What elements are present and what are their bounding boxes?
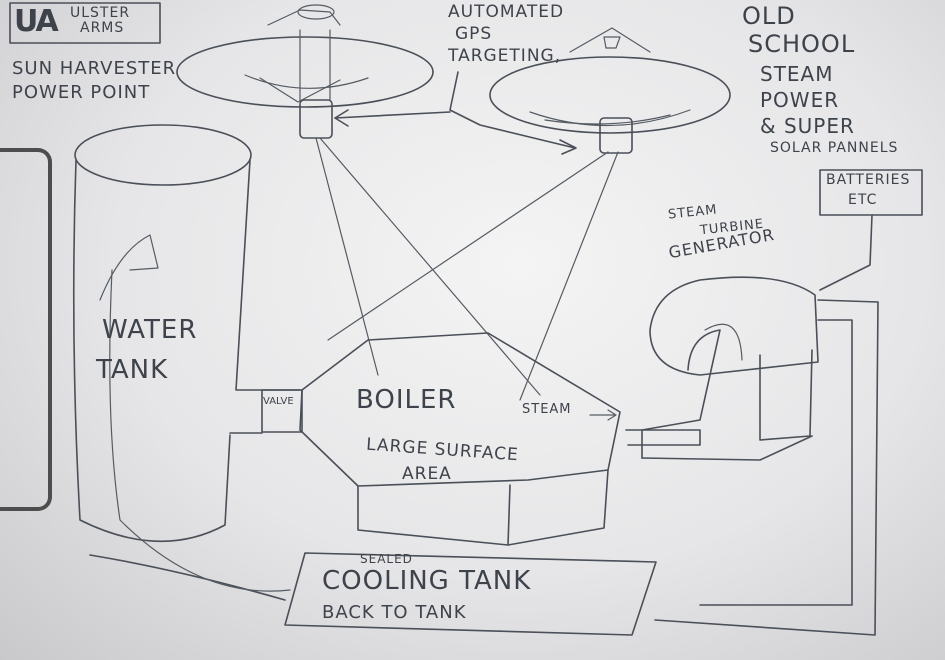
batteries-box <box>819 169 923 216</box>
batteries-line1: BATTERIES <box>826 172 911 188</box>
battery-wire <box>819 214 873 291</box>
water-tank-line1: WATER <box>102 315 198 345</box>
turbine-generator <box>641 276 819 461</box>
left-solar-dish <box>176 4 434 139</box>
valve <box>261 389 303 433</box>
cooling-return-pipe <box>89 554 286 601</box>
logo-box <box>9 2 161 44</box>
cooling-tank <box>284 552 657 636</box>
title-line1: SUN HARVESTER <box>12 58 177 79</box>
side-note-line4: POWER <box>760 88 840 112</box>
steam-label: STEAM <box>522 402 572 417</box>
gps-arrow-left <box>334 111 451 119</box>
gps-arrow-right <box>449 71 576 149</box>
logo-initials: UA <box>14 4 59 39</box>
batteries-line2: ETC <box>848 192 878 208</box>
cooling-sealed: SEALED <box>360 552 413 566</box>
cooling-sub: BACK TO TANK <box>322 602 467 623</box>
return-pipe-outer <box>699 319 853 606</box>
side-note-line3: STEAM <box>760 62 834 86</box>
boiler <box>299 332 621 546</box>
focused-sunbeams <box>315 137 619 401</box>
steam-pipe <box>625 429 701 446</box>
boiler-label: BOILER <box>356 385 457 415</box>
title-line2: POWER POINT <box>12 82 151 103</box>
side-note-line1: OLD <box>742 2 796 30</box>
logo-line1: ULSTER <box>70 5 131 21</box>
left-dish-collector <box>299 99 333 139</box>
surface-line2: AREA <box>402 464 452 484</box>
cooling-label: COOLING TANK <box>322 566 532 596</box>
side-note-line5: & SUPER <box>760 114 855 138</box>
water-tank-line2: TANK <box>96 355 169 385</box>
side-note-line6: SOLAR PANNELS <box>770 140 899 156</box>
valve-label: VALVE <box>263 396 294 407</box>
right-solar-dish <box>489 27 731 154</box>
water-tank <box>72 124 301 543</box>
return-pipe-inner <box>654 299 879 636</box>
right-dish-collector <box>599 117 633 154</box>
steam-arrow <box>589 409 617 421</box>
gps-label-line2: GPS <box>455 24 493 44</box>
gps-label-line3: TARGETING, <box>448 46 562 66</box>
clipboard-clip <box>0 148 52 511</box>
logo-line2: ARMS <box>80 20 125 36</box>
side-note-line2: SCHOOL <box>748 30 856 58</box>
gps-label-line1: AUTOMATED <box>448 2 565 22</box>
